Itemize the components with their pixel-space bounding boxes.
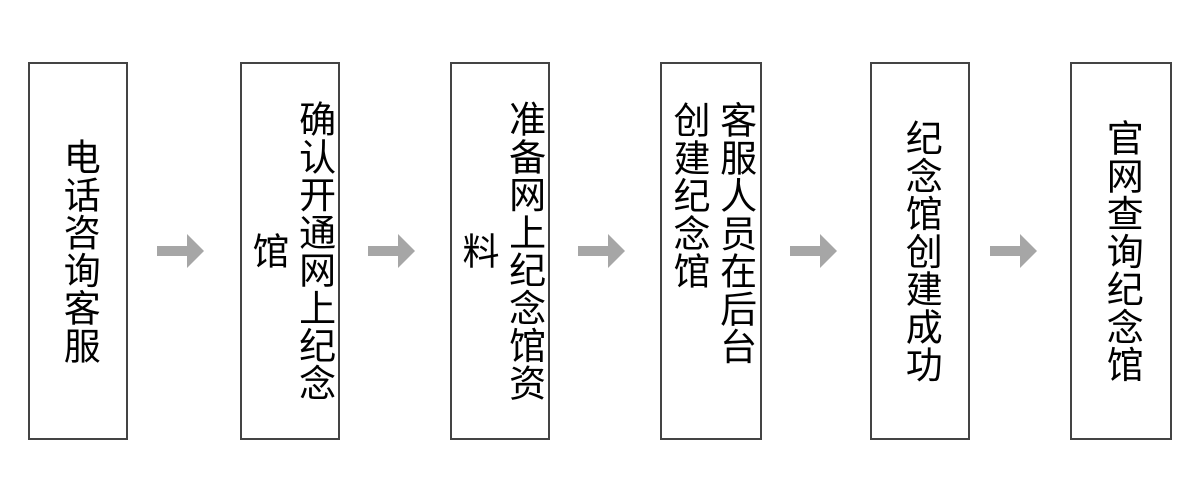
right-arrow-icon (368, 234, 415, 268)
flow-arrow-2 (368, 233, 416, 269)
flow-node-4-label: 客服人员在后台创建纪念馆 (667, 101, 757, 366)
right-arrow-icon (578, 234, 625, 268)
flow-arrow-1 (157, 233, 205, 269)
flow-arrow-3 (578, 233, 626, 269)
flow-node-2-label: 确认开通网上纪念馆 (246, 100, 336, 402)
flow-node-1[interactable]: 电话咨询客服 (28, 62, 128, 440)
flow-node-2[interactable]: 确认开通网上纪念馆 (240, 62, 340, 440)
flow-node-5-label: 纪念馆创建成功 (899, 118, 943, 384)
flow-node-4[interactable]: 客服人员在后台创建纪念馆 (660, 62, 762, 440)
right-arrow-icon (790, 234, 837, 268)
flow-arrow-4 (790, 233, 838, 269)
flow-node-6[interactable]: 官网查询纪念馆 (1070, 62, 1172, 440)
flow-node-3[interactable]: 准备网上纪念馆资料 (450, 62, 550, 440)
flow-node-5[interactable]: 纪念馆创建成功 (870, 62, 970, 440)
flow-node-1-label: 电话咨询客服 (57, 137, 101, 365)
flow-node-3-label: 准备网上纪念馆资料 (456, 100, 546, 402)
right-arrow-icon (990, 234, 1037, 268)
flow-arrow-5 (990, 233, 1038, 269)
right-arrow-icon (157, 234, 204, 268)
flow-node-6-label: 官网查询纪念馆 (1100, 118, 1144, 384)
